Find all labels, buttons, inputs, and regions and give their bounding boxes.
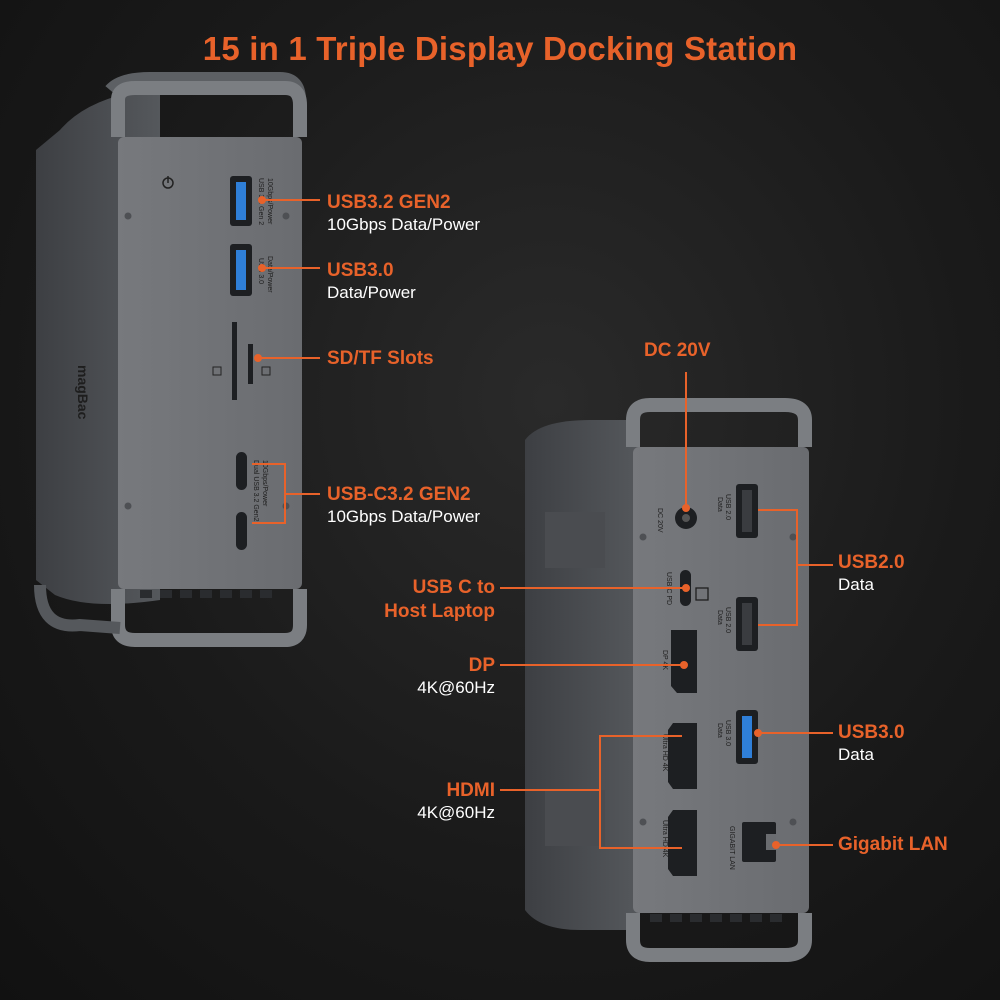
label-usbc32-gen2: USB-C3.2 GEN2 10Gbps Data/Power [327,484,481,526]
svg-text:Data: Data [716,497,723,512]
svg-text:Dual USB 3.2 Gen2: Dual USB 3.2 Gen2 [252,460,259,522]
svg-text:Ultra HD 4K: Ultra HD 4K [661,734,668,772]
svg-text:USB 2.0: USB 2.0 [724,607,731,633]
label-sd-tf-slots: SD/TF Slots [327,348,434,369]
label-usb20: USB2.0 Data [838,552,905,594]
svg-text:DC 20V: DC 20V [656,508,663,533]
svg-text:USB 2.0: USB 2.0 [724,494,731,520]
brand-logo: magBac [75,365,91,420]
svg-text:10Gbps/Power: 10Gbps/Power [266,178,273,225]
front-callouts [252,196,320,524]
usbc-port-front-2 [236,512,247,550]
page-title: 15 in 1 Triple Display Docking Station [202,30,798,67]
svg-text:Data: Data [716,610,723,625]
label-usbc-host: USB C to Host Laptop [384,577,495,622]
svg-text:DP 4K: DP 4K [661,650,668,670]
label-usb32-gen2: USB3.2 GEN2 10Gbps Data/Power [327,192,481,234]
label-usb30-back: USB3.0 Data [838,722,905,764]
svg-text:Ultra HD 4K: Ultra HD 4K [661,820,668,858]
tf-slot [248,344,253,384]
label-hdmi: HDMI 4K@60Hz [417,780,495,822]
back-callouts [500,372,833,849]
label-dc-20v: DC 20V [644,340,711,361]
svg-text:GIGABIT LAN: GIGABIT LAN [728,826,735,870]
label-gigabit-lan: Gigabit LAN [838,834,948,855]
hdmi-port-2 [668,810,697,876]
back-dock: DC 20V USB C PD DP 4K Ultra HD 4K Ultra … [525,398,812,962]
hdmi-port-1 [668,723,697,789]
front-dock: magBac USB 3.2 Gen 2 10Gbps/Power USB 3.… [34,72,307,647]
lan-port [742,822,776,862]
svg-text:USB 3.0: USB 3.0 [724,720,731,746]
usbc-port-front-1 [236,452,247,490]
svg-text:10Gbps/Power: 10Gbps/Power [261,460,268,507]
svg-text:Data: Data [716,723,723,738]
sd-slot [232,322,237,400]
svg-text:Data/Power: Data/Power [266,256,273,293]
label-dp: DP 4K@60Hz [417,655,495,697]
label-usb30-front: USB3.0 Data/Power [327,260,416,302]
